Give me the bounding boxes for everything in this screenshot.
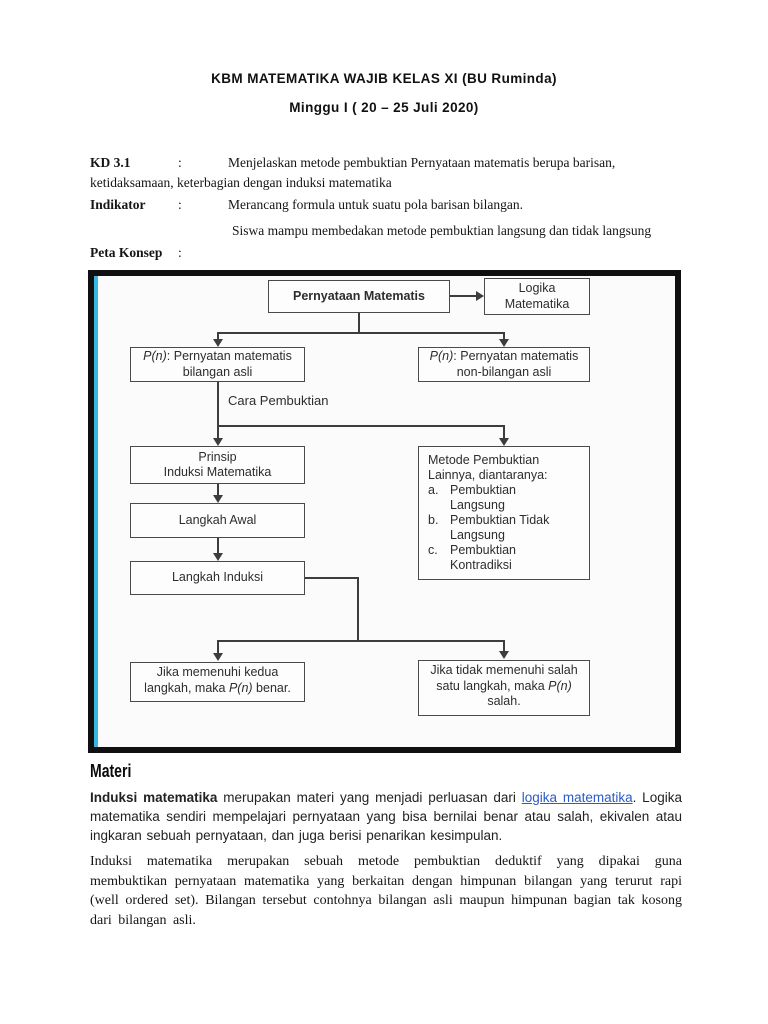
node-label: Logika — [518, 281, 556, 295]
node-langkah-induksi: Langkah Induksi — [130, 561, 305, 595]
kd-text-line1: Menjelaskan metode pembuktian Pernyataan… — [228, 155, 616, 170]
materi-heading: Materi — [90, 761, 132, 781]
node-label: Pernyataan Matematis — [292, 288, 425, 303]
peta-konsep-row: Peta Konsep : — [90, 245, 730, 263]
node-label-text: : Pernyatan matematis — [166, 349, 292, 363]
node-label: non-bilangan asli — [456, 364, 552, 379]
peta-konsep-colon: : — [178, 245, 182, 260]
list-text: Pembuktian Kontradiksi — [450, 543, 517, 572]
connector-line — [503, 425, 505, 439]
connector-line — [503, 332, 505, 340]
kd-label: KD 3.1 — [90, 155, 131, 170]
indikator-label: Indikator — [90, 197, 146, 212]
connector-line — [217, 425, 505, 427]
node-label-text: Jika tidak memenuhi salah satu langkah, … — [430, 663, 578, 693]
list-text: Pembuktian Tidak Langsung — [450, 513, 550, 542]
connector-line — [217, 484, 219, 496]
logika-matematika-link[interactable]: logika matematika — [521, 790, 633, 805]
node-label: P(n): Pernyatan matematis — [131, 349, 304, 365]
arrow-right-icon — [476, 291, 484, 301]
connector-line — [217, 538, 219, 554]
concept-map: Pernyataan Matematis Logika Matematika P… — [88, 270, 681, 753]
node-jika-memenuhi-benar: Jika memenuhi kedua langkah, maka P(n) b… — [130, 662, 305, 702]
page-title: KBM MATEMATIKA WAJIB KELAS XI (BU Rumind… — [211, 71, 557, 86]
connector-line — [358, 313, 360, 334]
node-pn-bilangan-asli: P(n): Pernyatan matematis bilangan asli — [130, 347, 305, 382]
node-langkah-awal: Langkah Awal — [130, 503, 305, 538]
list-marker: c. — [428, 543, 438, 557]
connector-line — [217, 640, 505, 642]
pn-symbol: P(n) — [228, 680, 253, 695]
node-label: bilangan asli — [182, 364, 253, 379]
node-label: Induksi Matematika — [163, 465, 272, 479]
arrow-down-icon — [213, 553, 223, 561]
indikator-row: Indikator : Merancang formula untuk suat… — [90, 197, 730, 215]
scan-edge-accent — [94, 276, 98, 747]
pn-symbol: P(n) — [548, 678, 572, 693]
node-label-text: : Pernyatan matematis — [453, 349, 579, 363]
connector-line — [357, 577, 359, 640]
arrow-down-icon — [499, 651, 509, 659]
indikator-text-1: Merancang formula untuk suatu pola baris… — [228, 197, 524, 212]
materi-paragraph-2: Induksi matematika merupakan sebuah meto… — [90, 854, 682, 928]
connector-line — [305, 577, 359, 579]
node-label: Langkah Induksi — [171, 570, 264, 585]
connector-line — [217, 332, 219, 340]
node-label: P(n): Pernyatan matematis — [419, 349, 589, 365]
connector-line — [503, 640, 505, 652]
list-marker: b. — [428, 513, 439, 527]
bold-lead-text: Induksi matematika — [90, 790, 218, 805]
connector-line — [217, 382, 219, 439]
arrow-down-icon — [499, 339, 509, 347]
connector-line — [217, 332, 505, 334]
pn-symbol: P(n) — [429, 349, 454, 363]
node-label: Metode Pembuktian — [428, 453, 540, 467]
node-metode-pembuktian-lainnya: Metode Pembuktian Lainnya, diantaranya: … — [418, 446, 590, 580]
connector-line — [450, 295, 476, 297]
list-marker: a. — [428, 483, 439, 497]
node-label: Langkah Awal — [178, 512, 257, 527]
node-prinsip-induksi-matematika: Prinsip Induksi Matematika — [130, 446, 305, 484]
node-label-text: salah. — [487, 694, 521, 708]
node-label: Prinsip — [198, 449, 237, 464]
pn-symbol: P(n) — [143, 349, 167, 363]
list-text: Pembuktian Langsung — [450, 483, 517, 512]
connector-line — [217, 640, 219, 654]
arrow-down-icon — [499, 438, 509, 446]
list-item: a. Pembuktian Langsung — [428, 483, 583, 513]
page-subtitle: Minggu I ( 20 – 25 Juli 2020) — [289, 100, 479, 115]
arrow-down-icon — [213, 495, 223, 503]
list-item: c. Pembuktian Kontradiksi — [428, 543, 583, 573]
node-logika-matematika: Logika Matematika — [484, 278, 590, 315]
node-label-text: Jika memenuhi kedua langkah, maka — [144, 665, 279, 695]
materi-paragraph-1: Induksi matematika merupakan materi yang… — [90, 788, 682, 845]
node-pn-non-bilangan-asli: P(n): Pernyatan matematis non-bilangan a… — [418, 347, 590, 382]
node-jika-tidak-memenuhi-salah: Jika tidak memenuhi salah satu langkah, … — [418, 660, 590, 716]
arrow-down-icon — [213, 339, 223, 347]
node-label-text: benar. — [252, 680, 291, 695]
indikator-text-2: Siswa mampu membedakan metode pembuktian… — [232, 223, 652, 238]
node-label: Lainnya, diantaranya: — [428, 468, 548, 482]
paragraph-text: merupakan materi yang menjadi perluasan … — [217, 790, 522, 805]
kd-row: KD 3.1 : Menjelaskan metode pembuktian P… — [90, 155, 730, 173]
paragraph-text: . Logika matematika sendiri mempelajari … — [90, 790, 682, 843]
indikator-colon: : — [178, 197, 182, 212]
edge-label-cara-pembuktian: Cara Pembuktian — [228, 393, 329, 408]
arrow-down-icon — [213, 653, 223, 661]
node-label: Matematika — [504, 296, 570, 311]
peta-konsep-label: Peta Konsep — [90, 245, 163, 260]
node-pernyataan-matematis: Pernyataan Matematis — [268, 280, 450, 313]
list-item: b. Pembuktian Tidak Langsung — [428, 513, 583, 543]
arrow-down-icon — [213, 438, 223, 446]
kd-colon: : — [178, 155, 182, 170]
kd-text-line2: ketidaksamaan, keterbagian dengan induks… — [90, 175, 392, 190]
